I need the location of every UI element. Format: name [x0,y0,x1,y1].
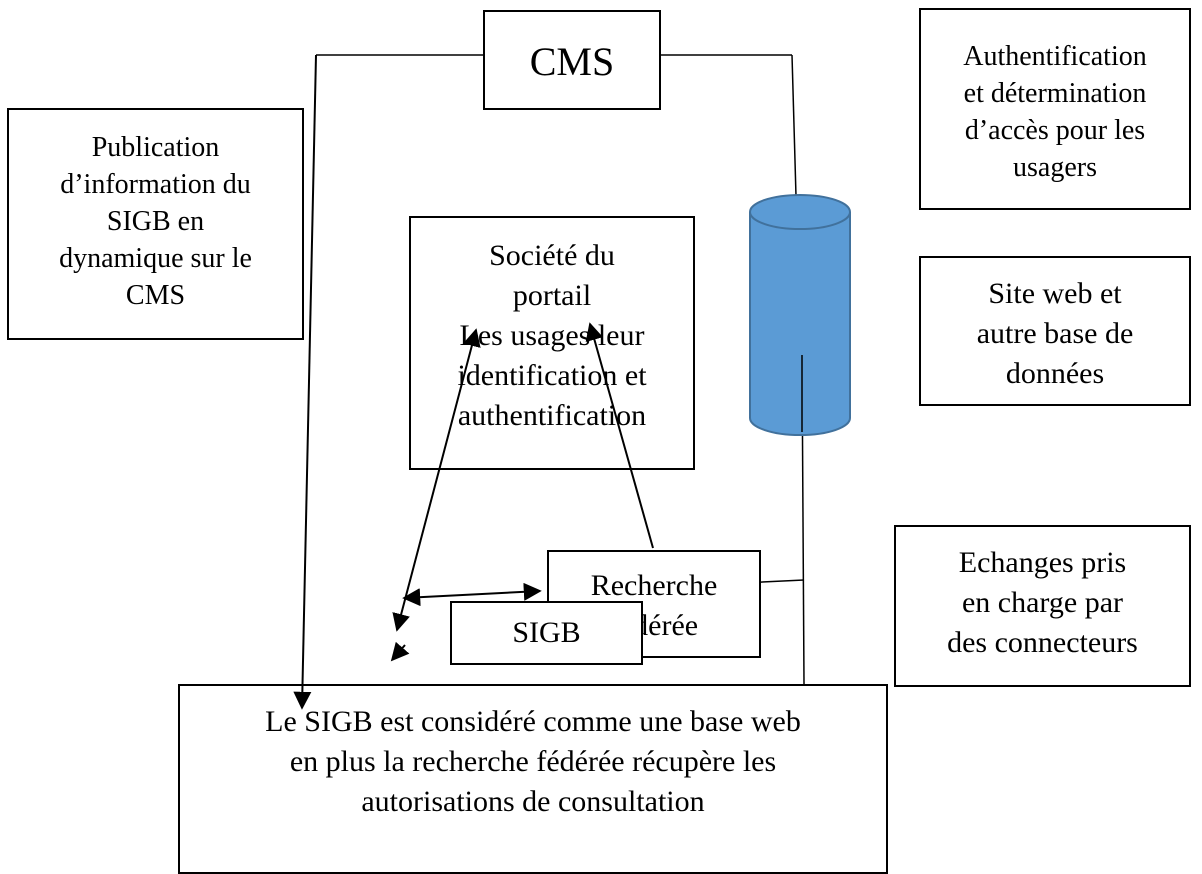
text-line: usagers [1013,152,1097,183]
cms-to-database-line [791,54,797,197]
text-line: Les usages leur [459,319,645,352]
echanges-label: Echanges pris en charge par des connecteur… [896,543,1189,663]
text-line: Société du [489,239,615,272]
text-line: Publication [91,132,220,163]
text-line: données [1005,357,1105,390]
sigb-horizontal-bidirectional-arrow [402,582,542,607]
text-line: en plus la recherche fédérée récupère le… [289,745,777,778]
text-line: autorisations de consultation [361,785,705,818]
text-line: en charge par [961,586,1123,619]
text-line: CMS [125,280,186,311]
auth-label: Authentification et détermination d’accès … [921,38,1189,186]
site-web-label: Site web et autre base de données [921,274,1189,394]
text-line: autre base de [976,317,1134,350]
auth-box: Authentification et détermination d’accès … [919,8,1191,210]
text-line: identification et [457,359,647,392]
considere-label: Le SIGB est considéré comme une base web… [180,702,886,822]
text-line: et détermination [963,78,1147,109]
text-line: SIGB [512,616,581,649]
text-line: CMS [529,39,615,84]
text-line: d’accès pour les [964,115,1146,146]
text-line: Le SIGB est considéré comme une base web [265,705,801,738]
text-line: dynamique sur le [59,243,252,274]
cms-label: CMS [485,12,659,112]
echanges-connecteurs-box: Echanges pris en charge par des connecteur… [894,525,1191,687]
text-line: portail [512,279,592,312]
publication-to-base-web-arrow [293,54,317,710]
sigb-label: SIGB [452,603,641,663]
stray-arrow [390,641,410,662]
text-line: Recherche [590,569,718,602]
text-line: des connecteurs [947,626,1138,659]
recherche-to-societe-arrow [585,322,654,549]
publication-box: Publication d’information du SIGB en dynami… [7,108,304,340]
cms-box: CMS [483,10,661,110]
site-web-box: Site web et autre base de données [919,256,1191,406]
sigb-societe-bidirectional-arrow [392,328,481,632]
sigb-base-web-box: Le SIGB est considéré comme une base web… [178,684,888,874]
text-line: Authentification [963,41,1147,72]
text-line: d’information du [60,169,251,200]
text-line: SIGB en [106,206,205,237]
text-line: Site web et [988,277,1122,310]
publication-label: Publication d’information du SIGB en dynami… [9,129,302,314]
sigb-box: SIGB [450,601,643,665]
text-line: Echanges pris [958,546,1127,579]
